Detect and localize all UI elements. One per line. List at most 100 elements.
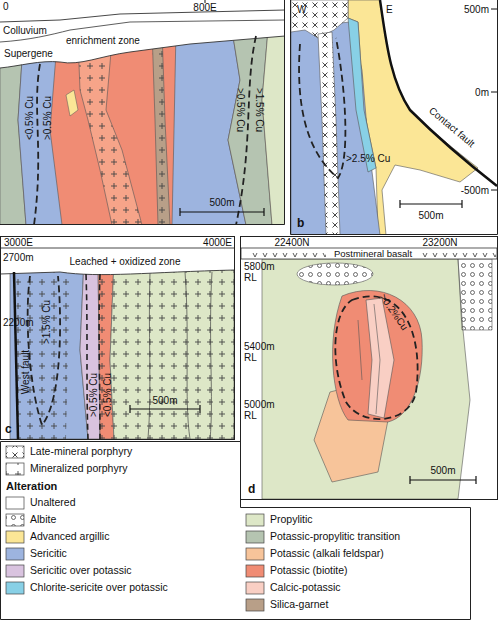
elevation-label: -500m xyxy=(461,185,489,196)
grade-label: >0.2%Cu xyxy=(378,292,411,332)
coordinate-label: 4000E xyxy=(203,237,232,248)
legend-swatch xyxy=(246,531,264,543)
legend-swatch xyxy=(246,565,264,577)
fault-label: Contact fault xyxy=(427,105,477,150)
sericite-over-potassic-zone xyxy=(80,260,100,439)
coordinate-label: 23200N xyxy=(422,237,457,248)
contact-line xyxy=(148,272,212,439)
legend-label: Potassic (alkali feldspar) xyxy=(270,548,384,560)
legend-swatch xyxy=(6,548,24,560)
argillic-patch xyxy=(66,90,78,116)
legend-label: Mineralized porphyry xyxy=(30,463,127,475)
elevation-label: 5800m RL xyxy=(244,261,276,283)
grade-contour xyxy=(299,38,345,178)
colluvium-base xyxy=(0,20,285,42)
legend-swatch xyxy=(246,548,264,560)
propylitic-zone xyxy=(262,259,470,499)
supergene-base xyxy=(0,36,285,68)
chlorite-sericite-zone xyxy=(348,18,376,172)
ground-surface xyxy=(1,248,235,249)
legend-frame xyxy=(1,442,471,620)
late-porphyry xyxy=(291,0,348,38)
scale-bar xyxy=(410,476,476,484)
elevation-label: 500m xyxy=(464,4,489,15)
panel-border xyxy=(1,237,235,440)
zone-label: Supergene xyxy=(4,48,53,59)
grade-contour xyxy=(34,64,40,225)
porphyry-pattern xyxy=(152,30,170,225)
late-porphyry-pattern xyxy=(318,32,340,235)
legend-heading: Alteration xyxy=(6,480,57,492)
grade-label: >0.5% Cu xyxy=(235,88,246,132)
grade-label: >0.5% Cu xyxy=(42,96,53,140)
legend-label: Chlorite-sericite over potassic xyxy=(30,582,168,594)
zone-label: Leached + oxidized zone xyxy=(70,256,181,267)
grade-label: >2.5% Cu xyxy=(346,153,390,164)
grade-contour xyxy=(236,36,256,225)
grade-contour xyxy=(28,276,60,425)
legend-label: Potassic (biotite) xyxy=(270,565,348,577)
scale-bar xyxy=(130,405,200,413)
porphyry-pattern xyxy=(16,270,70,439)
legend-swatch xyxy=(6,582,24,594)
panel-border xyxy=(291,0,498,235)
elevation-label: 5000m RL xyxy=(244,399,276,421)
panel-letter: d xyxy=(248,483,255,496)
elevation-label: 0m xyxy=(475,87,489,98)
legend-label: Propylitic xyxy=(270,514,313,526)
scale-bar xyxy=(400,200,462,208)
legend-swatch xyxy=(246,514,264,526)
porphyry-pattern xyxy=(110,260,234,439)
legend-label: Silica-garnet xyxy=(270,599,328,611)
legend-swatch xyxy=(6,497,24,509)
legend-swatch xyxy=(246,582,264,594)
scale-label: 500m xyxy=(152,395,177,406)
albite-pattern xyxy=(297,263,373,285)
leached-zone xyxy=(1,237,235,275)
panel-border xyxy=(241,237,498,500)
legend-label: Late-mineral porphyry xyxy=(30,446,132,458)
grade-label: >1.5% Cu xyxy=(41,300,52,344)
ground-surface xyxy=(0,10,285,22)
grade-label: <0.5% Cu xyxy=(24,96,35,140)
direction-label: E xyxy=(386,4,393,15)
scale-bar xyxy=(180,208,264,216)
legend-label: Sericitic xyxy=(30,548,67,560)
coordinate-label: 800E xyxy=(193,2,216,13)
porphyry-pattern xyxy=(78,40,142,225)
legend-label: Albite xyxy=(30,514,56,526)
scale-label: 500m xyxy=(430,465,455,476)
albite-zone xyxy=(458,259,492,330)
propylitic-zone xyxy=(110,260,234,439)
legend-label: Unaltered xyxy=(30,497,76,509)
propylitic-zone xyxy=(262,30,285,225)
unit-label: Postmineral basalt xyxy=(334,248,412,258)
potassic-biotite-zone xyxy=(333,290,423,422)
legend-swatch xyxy=(246,599,264,611)
sericitic-zone xyxy=(10,260,88,439)
coordinate-label: 0 xyxy=(3,1,9,12)
leached-base xyxy=(1,270,235,275)
supergene-zone xyxy=(0,0,285,68)
contact-line xyxy=(358,304,380,414)
basalt-pattern xyxy=(420,248,496,259)
tick-mark xyxy=(205,0,206,3)
legend-swatch xyxy=(6,446,24,458)
unit-label: Colluvium xyxy=(3,25,47,36)
panel-letter: b xyxy=(297,217,304,230)
scale-label: 500m xyxy=(209,197,234,208)
grade-label: <0.5% Cu xyxy=(102,373,113,417)
legend-label: Sericitic over potassic xyxy=(30,565,132,577)
legend-label: Potassic-propylitic transition xyxy=(270,531,400,543)
legend-swatch xyxy=(6,514,24,526)
basalt-cover xyxy=(241,248,497,259)
basalt-pattern xyxy=(250,248,326,259)
scale-label: 500m xyxy=(418,210,443,221)
elevation-label: 5400m RL xyxy=(244,341,276,363)
west-fault xyxy=(14,272,18,439)
legend-label: Advanced argillic xyxy=(30,531,109,543)
grade-label: >0.5% Cu xyxy=(88,373,99,417)
coordinate-label: 3000E xyxy=(4,237,33,248)
panel-border xyxy=(0,0,285,225)
porphyry-body xyxy=(78,40,142,225)
